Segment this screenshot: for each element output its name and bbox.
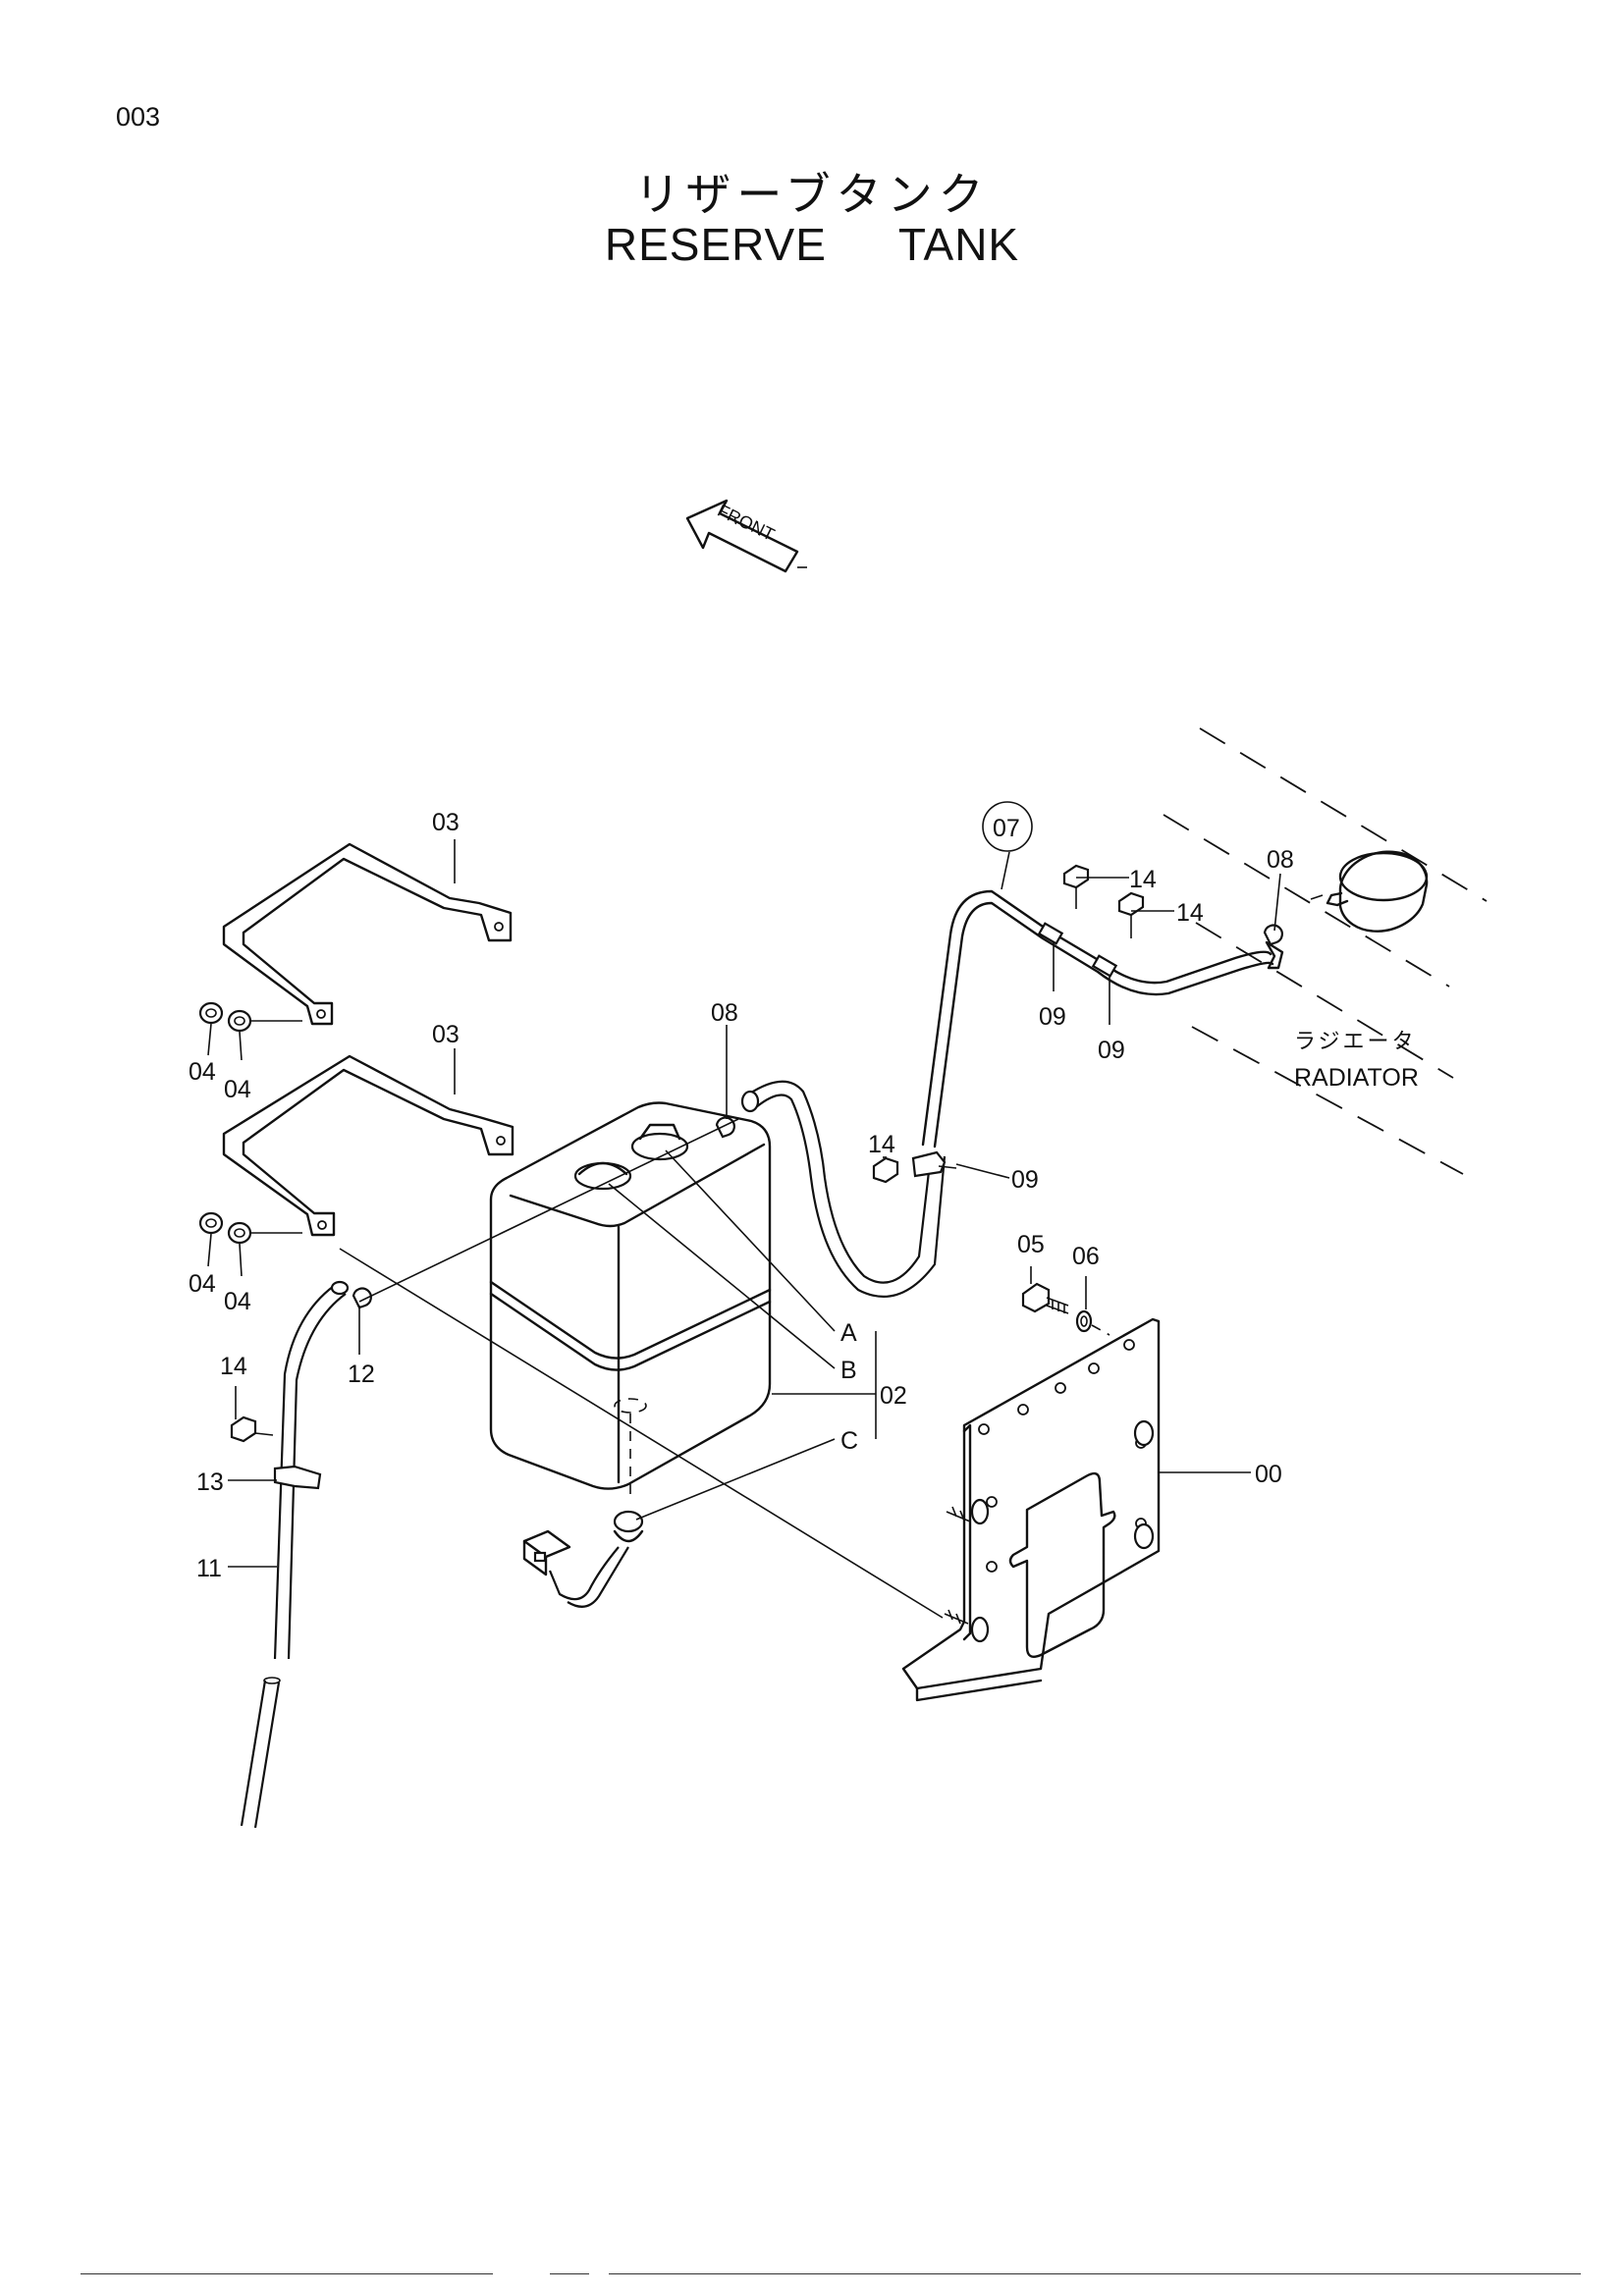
mounting-bracket [901, 1317, 1161, 1702]
callout-02: 02 [880, 1382, 907, 1410]
footer-rule [81, 2273, 493, 2274]
callout-09: 09 [1011, 1166, 1039, 1194]
callout-07: 07 [993, 815, 1020, 842]
front-arrow-label: FRONT [715, 501, 778, 545]
callout-08: 08 [1267, 846, 1294, 874]
radiator-label-japanese: ラジエータ [1294, 1030, 1417, 1054]
callout-09: 09 [1039, 1003, 1066, 1031]
front-arrow-icon: FRONT [685, 499, 807, 573]
callout-05: 05 [1017, 1231, 1045, 1258]
callout-04: 04 [189, 1270, 216, 1298]
callout-14: 14 [1176, 899, 1204, 927]
washer-icon [1075, 1309, 1093, 1333]
footer-rule [609, 2273, 1581, 2274]
callout-B: B [840, 1357, 857, 1384]
callout-circle [982, 801, 1033, 852]
callout-04: 04 [224, 1288, 251, 1315]
callout-06: 06 [1072, 1243, 1100, 1270]
callout-14: 14 [868, 1131, 895, 1158]
callout-14: 14 [220, 1353, 247, 1380]
footer-rule [550, 2273, 589, 2274]
page-number: 003 [116, 102, 161, 132]
callout-04: 04 [224, 1076, 251, 1103]
level-sensor [522, 1510, 644, 1608]
callout-09: 09 [1098, 1037, 1125, 1064]
callout-11: 11 [196, 1555, 222, 1582]
bolt-icon [230, 864, 1145, 1443]
callout-A: A [840, 1319, 857, 1347]
bolt-icon [1021, 1282, 1069, 1314]
callout-03-lower: 03 [432, 1021, 460, 1048]
callout-C: C [840, 1427, 858, 1455]
callout-04: 04 [189, 1058, 216, 1086]
callout-03-upper: 03 [432, 809, 460, 836]
callout-14: 14 [1129, 866, 1157, 893]
tank-band-upper [222, 842, 513, 1026]
tank-band-lower [222, 1054, 514, 1237]
radiator-pipe [921, 889, 1284, 1148]
radiator-outline [1163, 727, 1488, 1175]
overflow-hose [740, 1080, 957, 1298]
callout-13: 13 [196, 1468, 224, 1496]
callout-08: 08 [711, 999, 738, 1027]
page-title: RESERVE TANK [604, 219, 1020, 270]
nut-icon [198, 1001, 252, 1245]
callout-12: 12 [348, 1361, 375, 1388]
hose-clip-icon [352, 924, 1283, 1309]
radiator-label: RADIATOR [1294, 1064, 1419, 1092]
drain-hose [240, 1280, 350, 1829]
reserve-tank [489, 1101, 772, 1502]
page-title-japanese: リザーブタンク [634, 168, 990, 221]
callout-00: 00 [1255, 1461, 1282, 1488]
